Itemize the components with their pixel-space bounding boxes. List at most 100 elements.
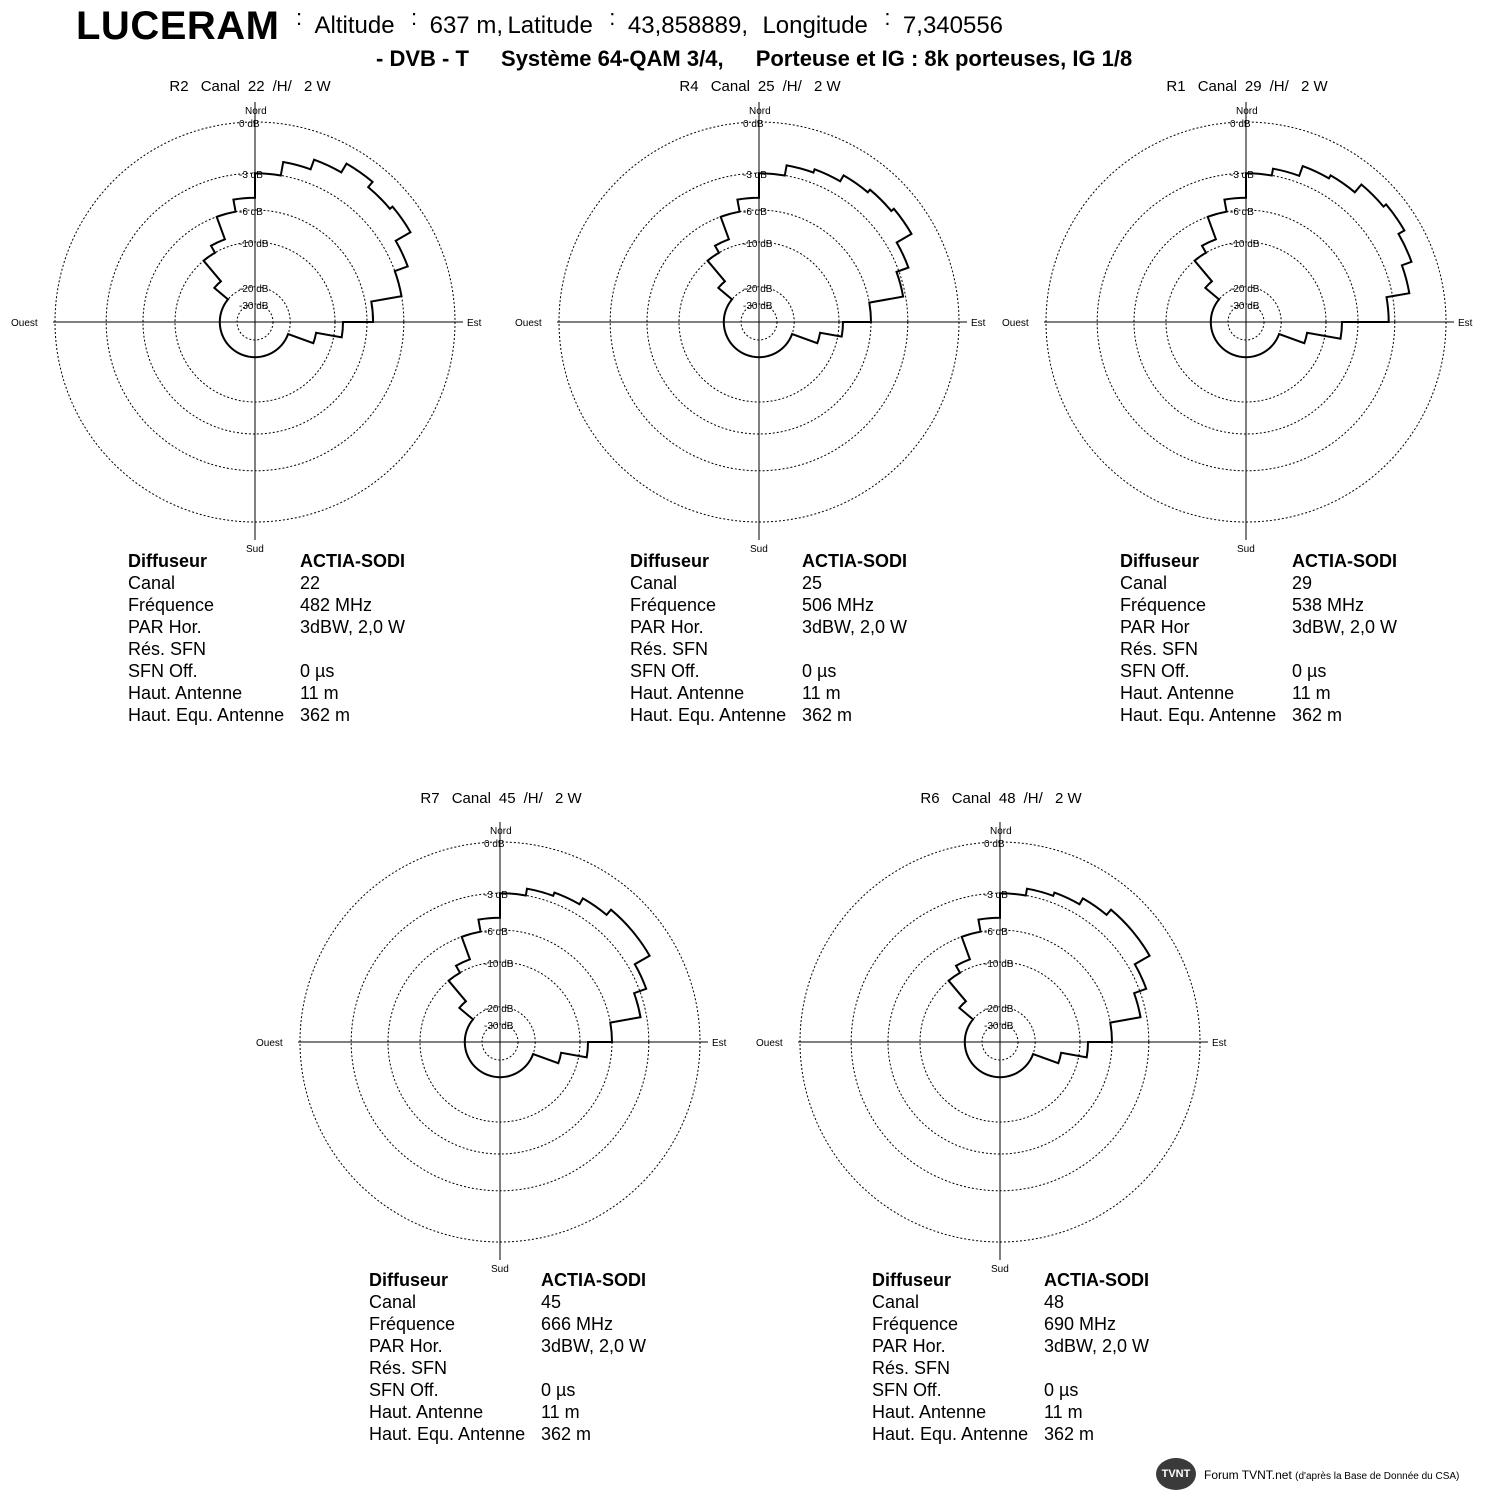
label: Haut. Antenne (369, 1402, 484, 1422)
row-res-sfn: Rés. SFN (630, 638, 907, 660)
credit-source: (d'après la Base de Donnée du CSA) (1295, 1471, 1460, 1482)
row-sfn-off: SFN Off. 0 µs (1120, 660, 1397, 682)
label: Haut. Equ. Antenne (1120, 705, 1277, 725)
ring-label: -30 dB (484, 1021, 514, 1032)
ring-label: 0 dB (239, 119, 260, 130)
row-par: PAR Hor.3dBW, 2,0 W (369, 1335, 646, 1357)
latitude-value: 43,858889, (627, 12, 748, 39)
polarization: /H/ (1023, 790, 1043, 807)
mux-id: R7 (420, 790, 440, 807)
east-label: Est (1212, 1038, 1227, 1049)
ring-label: -6 dB (484, 927, 508, 938)
value: 666 MHz (541, 1314, 614, 1334)
credit-text: Forum TVNT.net (d'après la Base de Donné… (1204, 1468, 1459, 1482)
canal-number: 25 (757, 78, 775, 95)
south-label: Sud (491, 1264, 509, 1275)
value: 0 µs (541, 1380, 576, 1400)
label: Rés. SFN (1120, 639, 1199, 659)
label: Rés. SFN (630, 639, 709, 659)
canal-number: 45 (498, 790, 516, 807)
tvnt-logo[interactable]: TVNT (1156, 1458, 1196, 1490)
canal-number: 48 (998, 790, 1016, 807)
value: 48 (1044, 1292, 1065, 1312)
system-desc: Système 64-QAM 3/4, (501, 46, 724, 71)
label: Diffuseur (128, 551, 208, 571)
label: SFN Off. (872, 1380, 942, 1400)
row-par: PAR Hor.3dBW, 2,0 W (630, 616, 907, 638)
value: 482 MHz (300, 595, 373, 615)
north-label: Nord (749, 106, 771, 117)
value: 11 m (1292, 683, 1331, 703)
latitude-label: Latitude (507, 12, 593, 39)
separator: : (884, 5, 891, 30)
row-haut-antenne: Haut. Antenne 11 m (872, 1401, 1149, 1423)
ring-label: -30 dB (1230, 301, 1260, 312)
east-label: Est (1458, 318, 1473, 329)
antenna-pattern-r7 (447, 887, 651, 1079)
ring-label: -3 dB (484, 890, 508, 901)
east-label: Est (971, 318, 986, 329)
north-label: Nord (490, 826, 512, 837)
label: Fréquence (872, 1314, 959, 1334)
value: 0 µs (1292, 661, 1327, 681)
system-line: - DVB - T Système 64-QAM 3/4, Porteuse e… (376, 46, 1158, 72)
ring-label: -30 dB (984, 1021, 1014, 1032)
ring-label: -10 dB (984, 959, 1014, 970)
ring-label: -6 dB (239, 207, 263, 218)
ring-label: 0 dB (984, 839, 1005, 850)
row-sfn-off: SFN Off.0 µs (128, 660, 405, 682)
label: Canal (369, 1292, 417, 1312)
label: SFN Off. (1120, 661, 1190, 681)
west-label: Ouest (1002, 318, 1029, 329)
east-label: Est (467, 318, 482, 329)
antenna-pattern-r6 (947, 887, 1151, 1079)
value: 506 MHz (802, 595, 875, 615)
page-header: LUCERAM : Altitude : 637 m, Latitude : 4… (0, 0, 1500, 76)
label: Canal (128, 573, 176, 593)
value: 11 m (1044, 1402, 1083, 1422)
ring-label: -10 dB (743, 239, 773, 250)
polar-chart-r7: 0 dB-3 dB-6 dB-10 dB-20 dB-30 dBNordSudE… (256, 822, 727, 1275)
north-label: Nord (1236, 106, 1258, 117)
site-name: LUCERAM (76, 4, 280, 48)
canal-label: Canal (1197, 78, 1237, 95)
value: 0 µs (300, 661, 335, 681)
separator: : (411, 5, 418, 30)
row-sfn-off: SFN Off.0 µs (630, 660, 907, 682)
ring-label: -6 dB (743, 207, 767, 218)
antenna-pattern-r1 (1193, 164, 1413, 359)
polar-chart-r1: 0 dB-3 dB-6 dB-10 dB-20 dB-30 dBNordSudE… (1002, 102, 1473, 555)
value: 3dBW, 2,0 W (802, 617, 908, 637)
label: Haut. Antenne (872, 1402, 987, 1422)
mux-id: R6 (920, 790, 940, 807)
label: Fréquence (630, 595, 717, 615)
label: SFN Off. (630, 661, 700, 681)
value: ACTIA-SODI (802, 551, 907, 571)
credit-link[interactable]: Forum TVNT.net (1204, 1468, 1292, 1482)
mux-id: R2 (169, 78, 189, 95)
value: 3dBW, 2,0 W (1044, 1336, 1150, 1356)
row-sfn-off: SFN Off.0 µs (872, 1379, 1149, 1401)
south-label: Sud (246, 544, 264, 555)
